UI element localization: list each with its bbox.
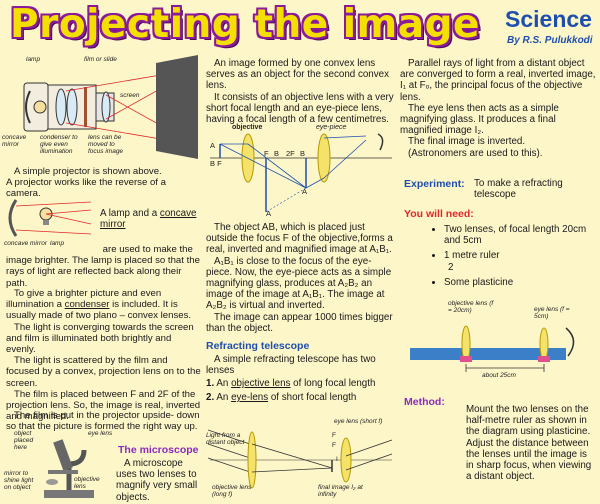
label-lens-moved: lens can be moved to focus image [88,134,124,155]
label-Fo: F [332,432,336,439]
label-objective: objective [232,124,263,131]
label-objective-lens-micro: objective lens [74,476,100,490]
telescope-heading: Refracting telescope [206,340,310,352]
label-lamp-small: lamp [50,240,65,247]
label-final-image: final image I₂ at infinity [318,484,363,498]
label-eye-piece: eye-piece [316,124,347,131]
label-eye-lens: eye lens [88,430,113,437]
col2-para-3: The object AB, which is placed just outs… [206,222,393,256]
col2-para-4: A₁B₁ is close to the focus of the eye-pi… [206,255,392,312]
telescope-item-2: 2. An eye-lens of short focal length [206,392,357,404]
label-concave-mirror: concave mirror [2,134,27,148]
col3-para-3: The final image is inverted. [408,136,526,148]
need-item-2-fraction: 2 [448,261,454,273]
objective-lens-link[interactable]: objective lens [231,378,291,389]
microscope-diagram [44,439,94,498]
col2-para-1: An image formed by one convex lens serve… [206,58,389,92]
concave-mirror-link[interactable]: concave mirror [100,208,197,231]
label-object-placed: object placed here [14,430,34,451]
label-mirror-shine: mirror to shine light on object [4,470,34,491]
col2-para-5: The image can appear 1000 times bigger t… [206,311,393,334]
eye-lens-link[interactable]: eye-lens [231,392,269,404]
mirror-lamp-diagram [8,199,92,237]
label-objective-lens-tel: objective lens (long f) [212,484,252,498]
label-Fe: F [332,442,336,449]
label-eye-lens-tel: eye lens (short f) [334,418,383,425]
telescope-ray-diagram [207,429,393,489]
microscope-heading: The microscope [118,444,199,456]
label-screen: screen [120,92,140,99]
projector-details: To give a brighter picture and even illu… [6,288,202,422]
lamp-mirror-paragraph: A lamp and a concave mirror [100,208,197,231]
label-lamp: lamp [26,56,41,63]
brand-name: Science [505,6,592,32]
col2-explanation: The object AB, which is placed just outs… [206,222,396,334]
upside-paragraph: The film is put in the projector upside-… [6,410,200,433]
label-BF: B F [210,159,222,168]
scatter-paragraph: The light is scattered by the film and f… [6,355,201,389]
label-mirror-small: concave mirror [4,240,47,247]
experiment-label: Experiment: [404,178,465,190]
label-I1: I [336,456,338,463]
label-B1: B [300,149,306,158]
light-paragraph: The light is converging towards the scre… [6,321,194,356]
label-light-from: Light from a distant object [206,432,245,446]
label-F: F [264,149,269,158]
need-item-1: Two lenses, of focal length 20cm and 5cm [444,224,594,246]
telescope-intro: A simple refracting telescope has two le… [206,354,376,377]
intro-line-2: A projector works like the reverse of a … [6,177,166,200]
projector-diagram [23,55,198,159]
col2-intro: An image formed by one convex lens serve… [206,58,396,125]
label-eye-setup: eye lens (f = 5cm) [534,306,570,320]
need-list: Two lenses, of focal length 20cm and 5cm… [404,224,594,292]
intro-line-1: A simple projector is shown above. [14,166,162,177]
need-item-3: Some plasticine [444,277,594,288]
label-objective-setup: objective lens (f = 20cm) [448,300,494,314]
label-2F: 2F [286,149,295,158]
col3-para-1: Parallel rays of light from a distant ob… [400,58,596,103]
film-paragraph: The film is placed between F and 2F of t… [6,388,201,423]
col3-intro: Parallel rays of light from a distant ob… [400,58,596,159]
lamp-mirror-paragraph-rest: are used to make the image brighter. The… [6,244,200,289]
method-heading: Method: [404,396,445,408]
label-film-or-slide: film or slide [84,56,117,63]
condenser-link[interactable]: condenser [64,299,110,311]
col2-para-2: It consists of an objective lens with a … [206,91,394,126]
projector-intro: A simple projector is shown above. A pro… [6,166,202,200]
label-A2: A [266,209,272,218]
label-condenser: condenser to give even illumination [40,134,78,155]
experiment-text: To make a refracting telescope [474,178,563,201]
col3-para-2: The eye lens then acts as a simple magni… [400,102,559,137]
method-text: Mount the two lenses on the half-metre r… [466,404,592,483]
label-A: A [210,141,216,150]
label-B2: B [274,149,280,158]
microscope-paragraph: A microscope uses two lenses to magnify … [116,458,198,503]
need-heading: You will need: [404,208,474,220]
condenser-paragraph: To give a brighter picture and even illu… [6,288,192,322]
label-A1: A [302,187,308,196]
microscope-ray-diagram [210,133,392,213]
author-byline: By R.S. Pulukkodi [507,35,593,46]
col3-para-4: (Astronomers are used to this). [408,147,543,159]
label-distance: about 25cm [482,372,516,379]
page-title: Projecting the image [10,2,480,47]
telescope-list: 1. An objective lens of long focal lengt… [206,378,396,403]
telescope-item-1: 1. An objective lens of long focal lengt… [206,378,376,389]
experiment-setup-diagram [410,325,575,372]
